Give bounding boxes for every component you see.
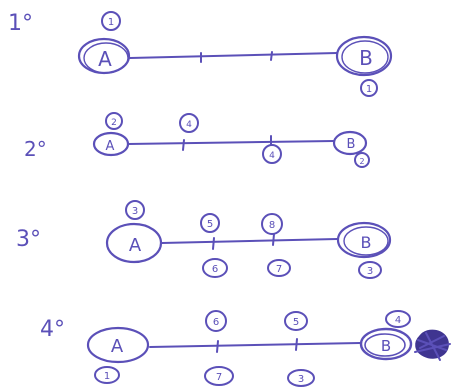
row-4-mid-badge-top-label: 6 [213,317,219,328]
row-3-mid-badge-top-circle [200,213,220,233]
row-1-node-a-inner-stroke [83,42,129,74]
row-4-start-badge-circle [94,366,120,384]
row-3: 3° 3 A 5 8 6 7 B 3 [16,200,392,279]
row-3-start-badge-label: 3 [132,206,138,217]
row-2-node-b [332,130,368,156]
row-4-node-a-label: A [111,336,124,357]
row-1-node-a-label: A [98,47,112,71]
row-1-node-b-inner-stroke [341,40,389,74]
row-3-end-badge-label: 3 [367,266,373,277]
row-3-node-b [336,221,392,259]
row-4-node-b [359,327,413,361]
row-2-node-a-label: A [106,139,115,154]
row-4-node-b-label: B [381,337,391,355]
row-2-edge [127,140,335,145]
row-2-end-badge-circle [354,152,370,168]
row-4-node-a [86,326,150,364]
row-1-start-badge-label: 1 [108,17,114,28]
row-3-mid-badge-top-label: 5 [207,219,213,230]
row-1-end-badge-label: 1 [366,84,372,95]
row-4-end-badge-circle [385,310,411,328]
row-3-tick [212,237,215,250]
row-3-mid-badge-top-label: 8 [269,220,275,231]
row-4-mid-badge-top-circle [284,311,308,331]
row-4-mid-badge-top-circle [205,310,227,332]
row-4-ordinal: 4° [40,317,65,342]
row-1-edge [129,52,338,59]
row-3-start-badge-circle [125,200,145,220]
row-1-node-b [335,35,393,77]
row-4-scribble-mark [414,329,451,361]
row-4-node-b-inner-stroke [364,333,406,357]
row-1-tick [270,51,273,61]
row-4-end-badge-label: 4 [395,315,401,326]
row-2-start-badge-label: 2 [111,118,117,128]
row-1-start-badge-circle [101,11,121,31]
row-3-node-a-label: A [129,235,142,256]
row-3-mid-badge-bottom-circle [202,258,228,278]
row-4-mid-badge-bottom-circle [204,366,234,386]
row-4-mid-badge-bottom-label: 7 [216,372,222,383]
row-3-edge [161,238,338,244]
row-4-mid-badge-bottom-circle [287,369,315,387]
row-2-start-badge-circle [105,112,123,130]
row-4-tick [216,340,219,353]
row-2-end-badge-label: 2 [359,157,364,166]
row-1: 1° 1 A B 1 [8,11,393,97]
row-3-mid-badge-bottom-label: 6 [212,264,218,275]
row-2-tick [182,139,185,151]
row-2-node-b-label: B [347,137,356,152]
row-3-mid-badge-top-circle [261,213,283,235]
row-2-mid-badge-bottom-circle [262,144,282,164]
row-3-node-b-inner-stroke [343,226,389,256]
row-3-ordinal: 3° [16,227,41,252]
row-1-end-badge-circle [360,79,378,97]
row-4-mid-badge-bottom-label: 3 [298,374,304,385]
row-2-mid-badge-top-circle [179,113,199,133]
row-1-ordinal: 1° [8,11,33,36]
row-4-mid-badge-top-label: 5 [293,317,299,328]
row-4-edge [149,342,361,348]
row-3-end-badge-circle [358,261,382,279]
row-4-start-badge-label: 1 [104,371,110,382]
row-3-mid-badge-bottom-circle [267,259,291,277]
row-2-mid-badge-top-label: 4 [186,120,192,130]
row-4-tick [295,338,298,351]
row-2: 2° 2 A 4 4 B 2 [24,112,370,168]
row-3-tick [272,233,275,246]
row-2-ordinal: 2° [24,137,47,161]
row-3-node-b-label: B [361,233,372,252]
row-4: 4° A 1 6 5 7 3 4 B [40,310,451,387]
row-2-mid-badge-bottom-label: 4 [269,151,275,161]
row-1-node-b-label: B [359,46,373,70]
row-3-mid-badge-bottom-label: 7 [276,264,282,275]
